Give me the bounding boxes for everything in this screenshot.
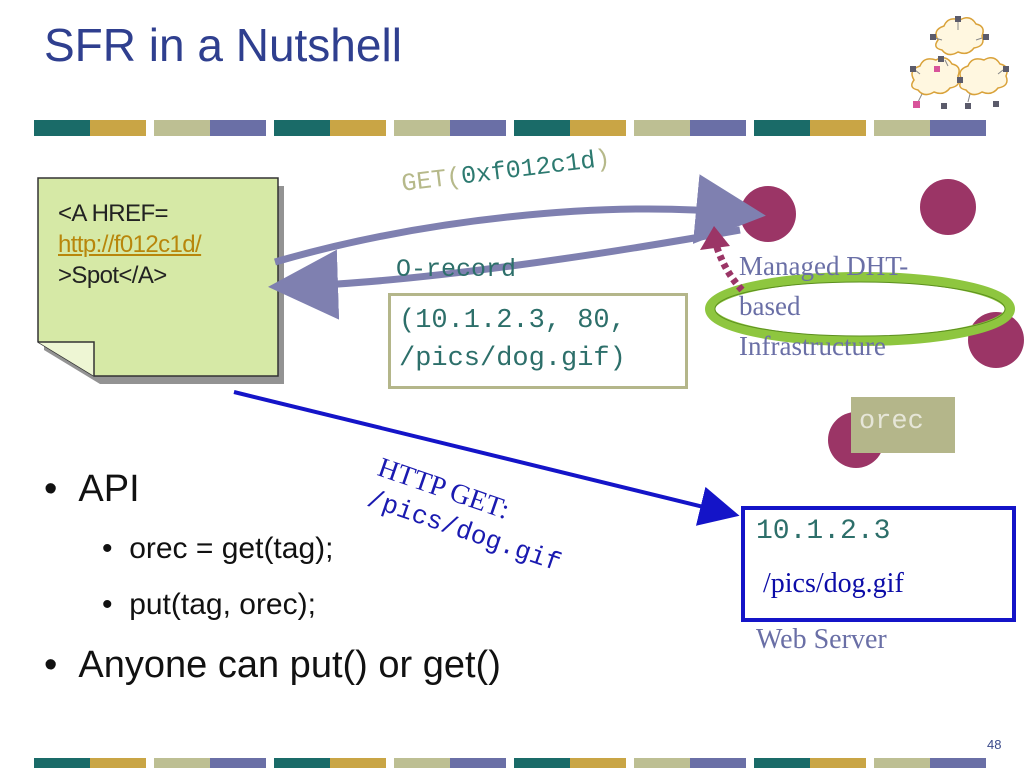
dht-label: Managed DHT- based Infrastructure bbox=[739, 251, 909, 361]
orec-tag: orec bbox=[851, 397, 955, 453]
web-server-box bbox=[741, 506, 1016, 622]
orecord-label: O-record bbox=[396, 255, 517, 284]
bullet-api: • API bbox=[44, 468, 140, 510]
response-arrow bbox=[268, 226, 741, 320]
note-link[interactable]: http://f012c1d/ bbox=[58, 231, 202, 258]
server-ip: 10.1.2.3 bbox=[756, 516, 891, 547]
web-server-label: Web Server bbox=[756, 624, 887, 655]
dht-node-2 bbox=[920, 179, 976, 235]
orecord-line-2: /pics/dog.gif) bbox=[399, 344, 626, 374]
bullet-get: • orec = get(tag); bbox=[102, 532, 334, 565]
dht-ring bbox=[705, 272, 1015, 346]
slide-title: SFR in a Nutshell bbox=[44, 19, 402, 71]
http-arrow bbox=[233, 390, 740, 526]
dht-node-1 bbox=[740, 186, 796, 242]
bullet-anyone: • Anyone can put() or get() bbox=[44, 644, 501, 686]
orecord-box: (10.1.2.3, 80, /pics/dog.gif) bbox=[388, 293, 688, 389]
server-path: /pics/dog.gif bbox=[763, 568, 904, 599]
request-arrow bbox=[274, 174, 766, 266]
note-line-href: <A HREF= bbox=[58, 200, 169, 227]
bullet-put: • put(tag, orec); bbox=[102, 588, 316, 621]
note-text: <A HREF= http://f012c1d/ >Spot</A> bbox=[58, 198, 202, 291]
orecord-line-1: (10.1.2.3, 80, bbox=[399, 306, 626, 336]
sticky-note bbox=[37, 177, 284, 384]
top-color-band bbox=[34, 120, 986, 136]
page-number: 48 bbox=[987, 737, 1002, 752]
note-line-spot: >Spot</A> bbox=[58, 262, 167, 289]
bottom-color-band bbox=[34, 758, 986, 768]
